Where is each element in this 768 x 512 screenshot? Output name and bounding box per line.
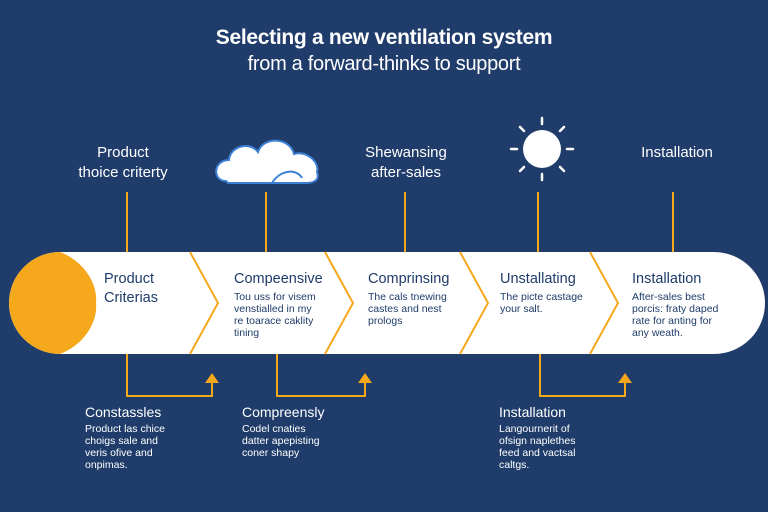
chevron-4 bbox=[589, 251, 620, 355]
connector-bottom-3 bbox=[539, 354, 626, 397]
bottom-block-title: Installation bbox=[499, 404, 566, 420]
step-text-line: tining bbox=[234, 327, 260, 339]
step-5-title: Installation bbox=[632, 271, 702, 287]
bottom-text-line: veris ofive and bbox=[85, 447, 153, 459]
bottom-text-line: caltgs. bbox=[499, 459, 530, 471]
top-label-line: Shewansing bbox=[365, 144, 447, 161]
bottom-block-text: Langournerit of ofsign naplethes feed an… bbox=[499, 423, 575, 471]
process-band bbox=[9, 252, 765, 354]
arrow-up-1 bbox=[205, 373, 219, 383]
step-text-line: any weath. bbox=[632, 327, 683, 339]
bottom-text-line: coner shapy bbox=[242, 447, 300, 459]
bottom-block-text: Codel cnaties datter apepisting coner sh… bbox=[242, 423, 320, 459]
bottom-text-line: Langournerit of bbox=[499, 423, 570, 435]
chevron-3 bbox=[459, 251, 490, 355]
step-2-text: Tou uss for visem venstialled in my re t… bbox=[234, 291, 316, 339]
step-4-title: Unstallating bbox=[500, 271, 576, 287]
step-text-line: The picte castage bbox=[500, 291, 583, 303]
connector-bottom-1 bbox=[126, 354, 213, 397]
bottom-text-line: datter apepisting bbox=[242, 435, 320, 447]
arrow-up-2 bbox=[358, 373, 372, 383]
top-label-after-sales: Shewansing after-sales bbox=[345, 143, 467, 183]
bottom-text-line: choigs sale and bbox=[85, 435, 158, 447]
cloud-icon bbox=[215, 139, 319, 184]
top-label-product: Product thoice criterty bbox=[62, 143, 184, 183]
step-3-text: The cals tnewing castes and nest prologs bbox=[368, 291, 447, 327]
step-text-line: rate for anting for bbox=[632, 315, 712, 327]
bottom-block-title: Compreensly bbox=[242, 404, 325, 420]
step-text-line: porcis: fraty daped bbox=[632, 303, 719, 315]
sun-icon bbox=[509, 116, 575, 182]
top-label-installation: Installation bbox=[616, 143, 738, 163]
step-text-line: castes and nest bbox=[368, 303, 442, 315]
step-text-line: venstialled in my bbox=[234, 303, 312, 315]
chevron-1 bbox=[189, 251, 220, 355]
top-label-line: Product bbox=[97, 144, 149, 161]
top-label-line: Installation bbox=[641, 144, 713, 161]
arrow-up-3 bbox=[618, 373, 632, 383]
connector-bottom-2 bbox=[276, 354, 366, 397]
bottom-block-title: Constassles bbox=[85, 404, 162, 420]
step-text-line: prologs bbox=[368, 315, 403, 327]
top-label-line: after-sales bbox=[370, 164, 442, 181]
step-title-line: Product bbox=[104, 271, 154, 287]
top-label-line: thoice criterty bbox=[78, 164, 168, 181]
step-text-line: Tou uss for visem bbox=[234, 291, 316, 303]
step-1-title: Product Criterias bbox=[104, 270, 158, 308]
page-subtitle: from a forward-thinks to support bbox=[247, 53, 521, 75]
step-text-line: The cals tnewing bbox=[368, 291, 447, 303]
step-text-line: your salt. bbox=[500, 303, 543, 315]
chevron-2 bbox=[324, 251, 355, 355]
step-text-line: After-sales best bbox=[632, 291, 705, 303]
bottom-text-line: onpimas. bbox=[85, 459, 128, 471]
step-2-title: Compeensive bbox=[234, 271, 323, 287]
band-start-cap bbox=[9, 252, 97, 354]
step-4-text: The picte castage your salt. bbox=[500, 291, 583, 315]
step-3-title: Comprinsing bbox=[368, 271, 450, 287]
bottom-block-text: Product las chice choigs sale and veris … bbox=[85, 423, 165, 471]
step-title-line: Criterias bbox=[104, 290, 158, 306]
bottom-text-line: feed and vactsal bbox=[499, 447, 576, 459]
step-5-text: After-sales best porcis: fraty daped rat… bbox=[632, 291, 718, 339]
page-title: Selecting a new ventilation system bbox=[215, 26, 553, 49]
bottom-text-line: ofsign naplethes bbox=[499, 435, 576, 447]
bottom-text-line: Product las chice bbox=[85, 423, 165, 435]
bottom-text-line: Codel cnaties bbox=[242, 423, 306, 435]
step-text-line: re toarace caklity bbox=[234, 315, 314, 327]
